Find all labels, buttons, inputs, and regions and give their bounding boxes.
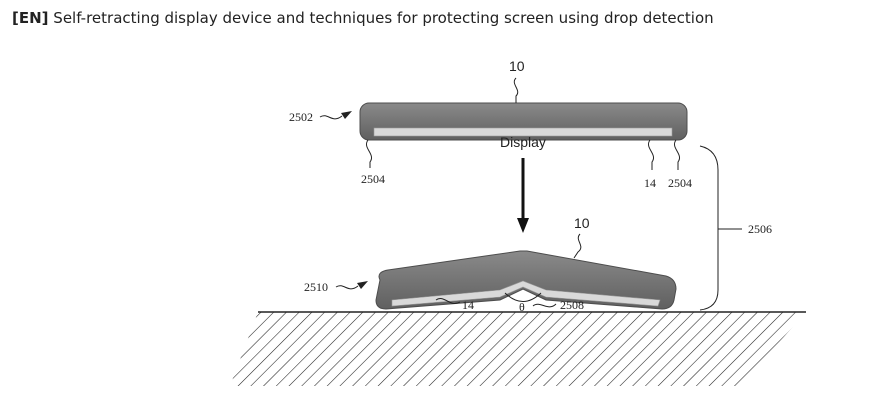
- leader-2510: [335, 285, 359, 290]
- bottom-device-screen: [391, 280, 661, 307]
- leader-bottom-device: [573, 233, 582, 259]
- label-top-right-edge: 2504: [668, 176, 692, 190]
- label-group-top-device: 10: [509, 58, 525, 103]
- leader-2508: [532, 303, 557, 308]
- leader-14-bottom: [435, 298, 461, 304]
- label-bottom-device: 10: [574, 215, 590, 231]
- top-device: Display: [359, 102, 688, 150]
- arrowhead-2510: [357, 281, 368, 289]
- bracket-2506: [699, 145, 719, 311]
- ground-hatching: [230, 312, 806, 386]
- document-title: [EN] Self-retracting display device and …: [12, 9, 714, 27]
- leader-2504-right: [674, 139, 680, 170]
- title-text: Self-retracting display device and techn…: [53, 9, 714, 27]
- label-top-device: 10: [509, 58, 525, 74]
- label-group-2504-left: 2504: [361, 139, 385, 186]
- ground: [230, 311, 806, 386]
- drop-arrow: [517, 158, 529, 233]
- leader-14-top: [648, 139, 654, 170]
- drop-arrow-head: [517, 218, 529, 233]
- label-bottom-left-device: 2510: [304, 280, 328, 294]
- language-tag: [EN]: [12, 9, 49, 27]
- top-device-screen: [373, 127, 673, 137]
- label-bottom-hinge: 2508: [560, 298, 584, 312]
- label-group-2510: 2510: [304, 280, 368, 294]
- label-top-left-edge: 2504: [361, 172, 385, 186]
- leader-2504-left: [366, 139, 372, 168]
- arrowhead-2502: [341, 111, 352, 119]
- label-group-angle: θ 2508: [519, 298, 584, 314]
- label-group-bottom-device: 10: [573, 215, 590, 259]
- leader-top-device: [513, 77, 519, 103]
- label-bottom-screen: 14: [462, 298, 474, 312]
- bottom-device: [375, 250, 677, 310]
- angle-arc: [504, 292, 542, 302]
- label-drop-distance: 2506: [748, 222, 772, 236]
- label-top-right-screen: 14: [644, 176, 656, 190]
- label-group-top-right: 14 2504: [644, 139, 692, 190]
- label-top-left-device: 2502: [289, 110, 313, 124]
- label-angle: θ: [519, 300, 525, 314]
- label-group-2502: 2502: [289, 110, 352, 124]
- display-label: Display: [500, 134, 546, 150]
- label-group-2506: 2506: [699, 145, 772, 311]
- leader-2502: [319, 115, 343, 120]
- label-group-bottom-screen: 14: [435, 298, 474, 312]
